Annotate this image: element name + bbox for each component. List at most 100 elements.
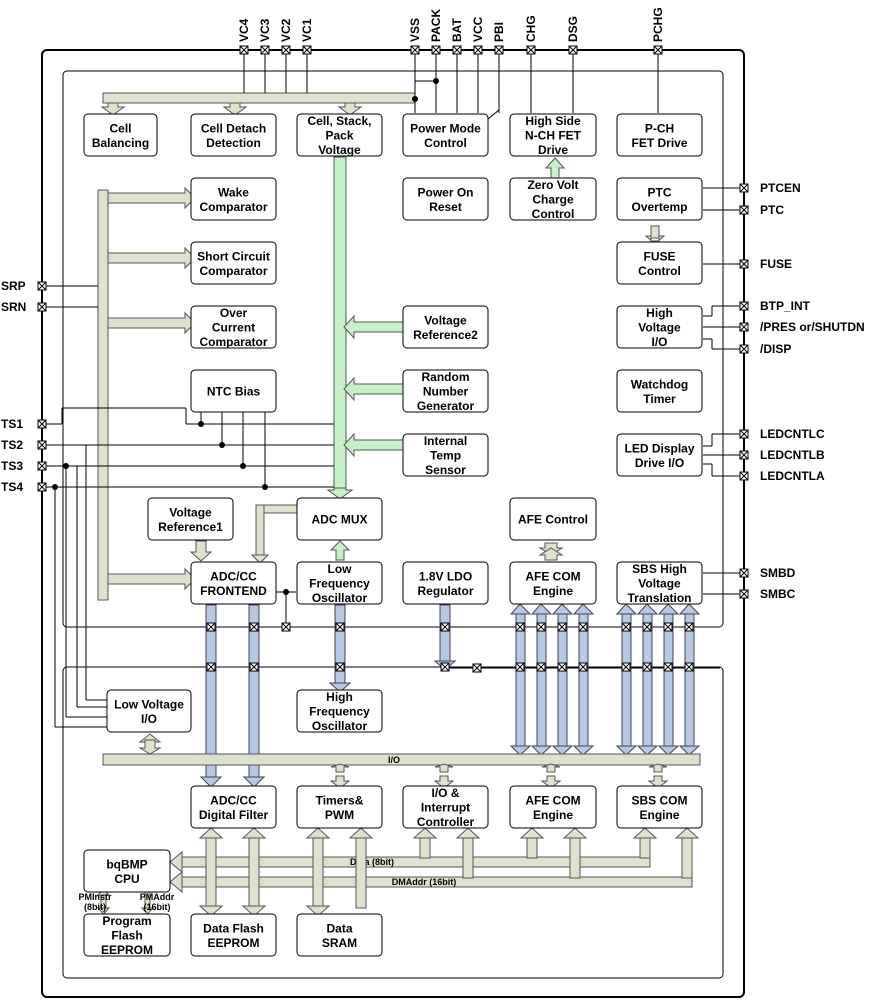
block-label-line: Zero Volt	[527, 178, 578, 192]
block-label-line: I/O &	[431, 786, 459, 800]
internal-connector	[206, 622, 216, 632]
block-label-line: High	[646, 306, 673, 320]
block-label-line: Power Mode	[410, 121, 481, 135]
block-label-line: Cell Detach	[201, 121, 266, 135]
pin-box-right	[739, 450, 749, 460]
block-label-line: Frequency	[309, 577, 370, 591]
pin-box-right	[739, 344, 749, 354]
pin-box-right	[739, 301, 749, 311]
pin-label-top: VC2	[279, 18, 293, 42]
block-box	[616, 177, 703, 221]
pin-box-left	[37, 302, 47, 312]
block-label-line: Oscillator	[312, 591, 368, 605]
block-box	[296, 113, 383, 157]
internal-connector	[515, 662, 525, 672]
block-label-line: Reset	[429, 200, 462, 214]
io-bus: I/O	[102, 733, 701, 789]
block-label-line: PWM	[325, 808, 354, 822]
block-box	[190, 305, 277, 349]
block-label-line: I/O	[141, 712, 157, 726]
block-label-line: Drive I/O	[635, 456, 684, 470]
block-box	[83, 113, 158, 157]
pin-box-left	[37, 281, 47, 291]
left-gray-bus	[97, 186, 196, 601]
pin-box-left	[37, 419, 47, 429]
block-label-line: Engine	[533, 808, 573, 822]
block-label-line: bqBMP	[106, 857, 147, 871]
block-box	[190, 369, 277, 413]
block-label-line: ADC MUX	[312, 513, 368, 527]
internal-connector	[578, 622, 588, 632]
block-label-line: Voltage	[638, 577, 681, 591]
block-box	[296, 913, 383, 957]
internal-connector	[335, 662, 345, 672]
pin-box-top	[473, 45, 483, 55]
block-box	[402, 113, 489, 157]
block-box	[106, 689, 192, 733]
internal-connector	[249, 622, 259, 632]
block-box	[616, 433, 703, 477]
block-label-line: Balancing	[92, 136, 149, 150]
pin-connectors	[37, 45, 749, 673]
block-label-line: Frequency	[309, 705, 370, 719]
block-label-line: Random	[422, 370, 470, 384]
block-box	[616, 305, 703, 349]
block-label-line: High Side	[525, 114, 581, 128]
internal-connector	[440, 622, 450, 632]
block-label-line: AFE Control	[518, 513, 588, 527]
block-label-line: SRAM	[322, 936, 357, 950]
block-box	[616, 785, 703, 829]
block-box	[402, 433, 489, 477]
block-box	[190, 177, 277, 221]
pin-box-top	[431, 45, 441, 55]
internal-connector	[206, 662, 216, 672]
block-box	[402, 177, 489, 221]
pin-box-top	[653, 45, 663, 55]
pin-box-top	[302, 45, 312, 55]
data-buses: Data (8bit) DMAddr (16bit) PMInstr (	[78, 827, 700, 917]
block-box	[402, 785, 489, 829]
block-box	[296, 785, 383, 829]
pin-label-right: /DISP	[760, 342, 791, 356]
pin-box-right	[739, 259, 749, 269]
block-label-line: Cell, Stack,	[307, 114, 371, 128]
internal-connector	[621, 622, 631, 632]
block-label-line: Program	[102, 914, 151, 928]
pin-label-left: SRN	[1, 300, 26, 314]
block-label-line: Data Flash	[203, 921, 264, 935]
block-label-line: FET Drive	[631, 136, 687, 150]
block-label-line: Low Voltage	[114, 697, 184, 711]
signal-wires	[42, 50, 744, 728]
block-label-line: Timer	[643, 392, 676, 406]
pmaddr-label-1: PMAddr	[140, 892, 175, 902]
block-label-line: Control	[638, 264, 681, 278]
pin-box-top	[452, 45, 462, 55]
block-box	[147, 497, 234, 541]
block-label-line: AFE COM	[525, 793, 580, 807]
block-label-line: Controller	[417, 815, 475, 829]
block-label-line: I/O	[651, 335, 667, 349]
internal-connector	[536, 662, 546, 672]
internal-connector	[440, 662, 450, 672]
pin-label-left: TS3	[1, 459, 23, 473]
internal-connector	[663, 662, 673, 672]
block-box	[509, 561, 597, 605]
block-box	[190, 785, 277, 829]
pminstr-label-1: PMInstr	[78, 892, 112, 902]
